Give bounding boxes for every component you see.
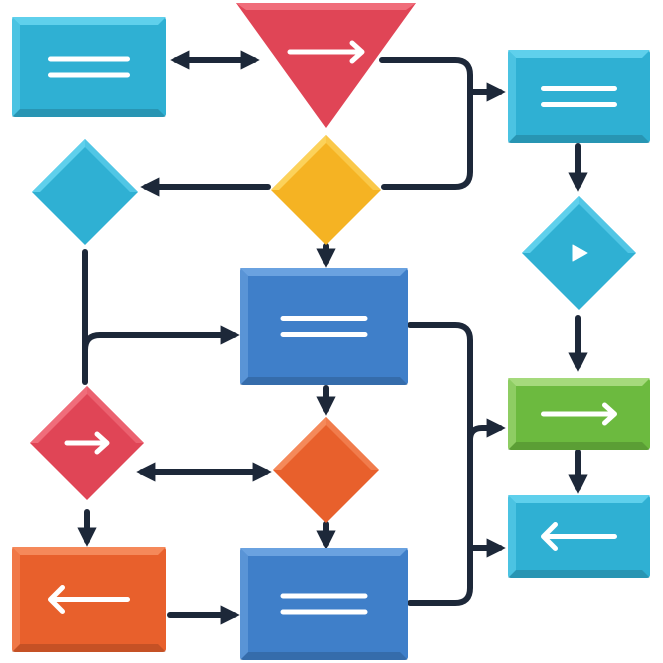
arrow-left-icon — [541, 522, 617, 551]
right-diamond — [522, 196, 636, 310]
play-icon — [572, 244, 588, 262]
connector-triangle-to-diamond — [379, 57, 473, 190]
bottom-right-box — [508, 495, 650, 578]
green-box — [508, 378, 650, 450]
center-box — [240, 268, 408, 385]
connector-right-loop — [407, 322, 473, 606]
arrow-right-icon — [64, 431, 110, 455]
top-left-box — [12, 17, 166, 117]
menu-lines-icon — [48, 56, 130, 78]
arrow-right-icon — [541, 402, 617, 426]
connector-to-green — [467, 418, 506, 443]
bottom-left-box — [12, 547, 166, 652]
arrow-left-icon — [48, 585, 130, 614]
top-right-box — [508, 50, 650, 143]
arrow-right-icon — [287, 40, 365, 64]
red-diamond — [30, 386, 144, 500]
orange-diamond — [273, 417, 379, 523]
menu-lines-icon — [280, 316, 368, 337]
menu-lines-icon — [541, 86, 617, 107]
bottom-center-box — [240, 548, 408, 660]
menu-lines-icon — [280, 593, 368, 615]
connector-to-center-box — [82, 325, 240, 353]
top-triangle — [236, 3, 416, 128]
left-diamond — [32, 139, 138, 245]
center-diamond — [271, 135, 381, 245]
